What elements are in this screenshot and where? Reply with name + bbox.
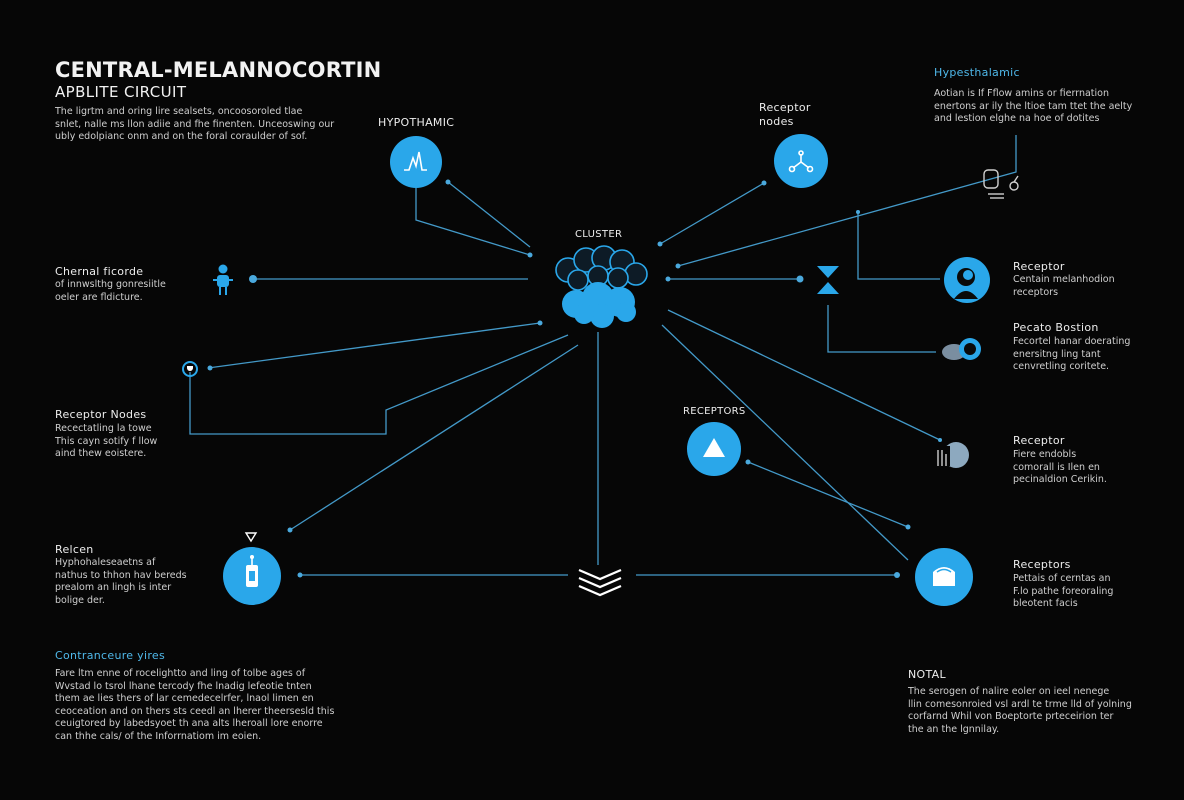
intro-text: The ligrtm and oring lire sealsets, onco… (55, 106, 335, 142)
receptor2-text: Fiere endobls comorall is Ilen en pecina… (1013, 449, 1107, 485)
receptors-mid-label: RECEPTORS (683, 406, 746, 417)
relcen-title: Relcen (55, 543, 94, 556)
face-node[interactable] (930, 440, 972, 472)
chevron-stack-icon (578, 568, 622, 597)
hypothamic-node[interactable] (390, 136, 442, 188)
wire-receptor-nodes-cluster (189, 334, 569, 435)
face-icon (934, 442, 969, 468)
bottom-right-title: NOTAL (908, 668, 946, 681)
hand-icon[interactable] (980, 164, 1024, 204)
wire-cluster-head (661, 324, 909, 561)
chemical-text: of innwslthg gonresiitle oeler are fldic… (55, 279, 166, 303)
wire-hourglass-lens (827, 305, 936, 353)
wire-hypothamic-cluster (415, 185, 531, 256)
cluster-node[interactable] (546, 242, 656, 330)
receptor1-node[interactable] (944, 257, 990, 303)
receptor2-title: Receptor (1013, 434, 1065, 447)
wire-left-node-cluster (207, 322, 541, 369)
receptor-nodes-top-node[interactable] (774, 134, 828, 188)
receptor-nodes-title: Receptor Nodes (55, 408, 147, 421)
cylinder-icon (246, 555, 258, 587)
receptor-nodes-text: Recectatling la towe This cayn sotify f … (55, 423, 158, 459)
wire-receptors-mid (747, 461, 909, 528)
head-icon (933, 567, 955, 586)
lens-node[interactable] (938, 336, 984, 364)
waveform-icon (404, 151, 427, 171)
hypothalamic-text: Aotian is If Fflow amins or fierrnation … (934, 88, 1133, 124)
brain-cloud-icon (555, 245, 648, 328)
wire-hypothalamic-label (979, 135, 1017, 183)
hypothalamic-title: Hypesthalamic (934, 66, 1020, 79)
receptors3-node[interactable] (915, 548, 973, 606)
triangle-icon (703, 438, 725, 457)
bottom-left-title: Contranceure yires (55, 649, 166, 662)
chemical-title: Chernal ficorde (55, 265, 144, 278)
hypothamic-label: HYPOTHAMIC (378, 116, 455, 129)
bottom-left-text: Fare ltm enne of rocelightto and ling of… (55, 668, 335, 742)
relcen-node[interactable] (223, 547, 281, 605)
bottom-right-text: The serogen of nalire eoler on ieel nene… (908, 686, 1132, 735)
profile-icon (954, 268, 978, 299)
receptor1-title: Receptor (1013, 260, 1065, 273)
wire-receptor-top-cluster (659, 182, 765, 245)
diamond-icon (244, 528, 258, 543)
precast-text: Fecortel hanar doerating enersitng ling … (1013, 336, 1131, 372)
receptor1-text: Centain melanhodion receptors (1013, 274, 1115, 298)
page-title: CENTRAL-MELANNOCORTIN (55, 58, 382, 82)
lens-icon (942, 338, 981, 360)
wire-receptor1 (857, 212, 940, 280)
cup-icon (187, 366, 193, 371)
molecule-icon (788, 150, 814, 173)
left-node-ring[interactable] (182, 361, 198, 377)
person-icon[interactable] (208, 262, 238, 296)
wire-cluster-face (667, 309, 941, 441)
cluster-label: CLUSTER (575, 229, 623, 240)
hourglass-icon (817, 266, 839, 294)
hourglass-node[interactable] (815, 264, 841, 296)
precast-title: Pecato Bostion (1013, 321, 1099, 334)
page-subtitle: APBLITE CIRCUIT (55, 83, 187, 101)
chevron-node[interactable] (576, 565, 624, 599)
wire-cluster-hypothalamic (677, 181, 981, 267)
receptors3-title: Receptors (1013, 558, 1071, 571)
receptors3-text: Pettais of cerntas an F.lo pathe foreora… (1013, 573, 1114, 609)
receptor-nodes-top-label: Receptor nodes (759, 101, 811, 128)
relcen-text: Hyphohaleseaetns af nathus to thhon hav … (55, 557, 187, 606)
receptors-mid-node[interactable] (687, 422, 741, 476)
wire-relcen-cluster (289, 344, 579, 531)
wire-hypothamic-cluster-2 (447, 181, 531, 248)
